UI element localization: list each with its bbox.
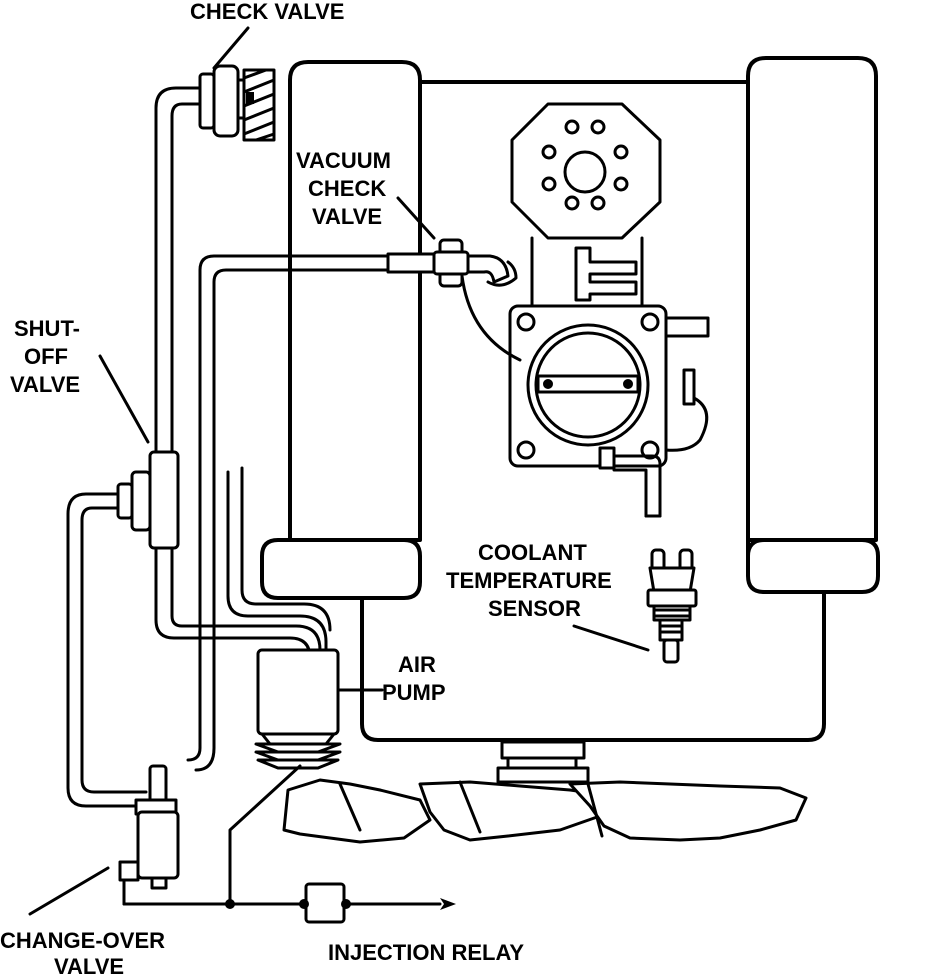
label-vacuum-check-valve-line3: VALVE — [312, 204, 382, 229]
shut-off-valve — [66, 450, 322, 808]
label-air-pump-line2: PUMP — [382, 680, 446, 705]
cooling-fan — [282, 740, 808, 844]
label-shut-off-valve-line1: SHUT- — [14, 316, 80, 341]
wiring — [122, 764, 456, 910]
label-coolant-sensor-line2: TEMPERATURE — [446, 568, 612, 593]
vacuum-hose — [186, 252, 442, 772]
distributor — [510, 102, 662, 240]
label-coolant-sensor-line3: SENSOR — [488, 596, 581, 621]
right-cylinder-bank — [746, 56, 880, 594]
label-check-valve: CHECK VALVE — [190, 0, 344, 24]
label-coolant-sensor-line1: COOLANT — [478, 540, 587, 565]
check-valve — [198, 64, 276, 142]
change-over-valve — [118, 764, 180, 906]
label-change-over-valve-line2: VALVE — [54, 954, 124, 978]
injection-relay — [299, 882, 351, 924]
intake-neck — [530, 236, 644, 308]
throttle-body — [508, 304, 710, 518]
air-pump — [254, 648, 384, 770]
vacuum-check-valve — [432, 238, 522, 362]
label-vacuum-check-valve-line2: CHECK — [308, 176, 386, 201]
label-injection-relay: INJECTION RELAY — [328, 940, 524, 965]
air-pump-hoses — [226, 466, 332, 658]
air-supply-hose — [154, 86, 208, 458]
label-shut-off-valve-line3: VALVE — [10, 372, 80, 397]
coolant-temperature-sensor — [646, 548, 698, 664]
label-change-over-valve-line1: CHANGE-OVER — [0, 928, 165, 953]
label-vacuum-check-valve-line1: VACUUM — [296, 148, 391, 173]
left-cylinder-bank — [260, 60, 422, 600]
leader-lines — [28, 26, 650, 916]
label-air-pump-line1: AIR — [398, 652, 436, 677]
label-shut-off-valve-line2: OFF — [24, 344, 68, 369]
engine-block — [260, 56, 880, 742]
